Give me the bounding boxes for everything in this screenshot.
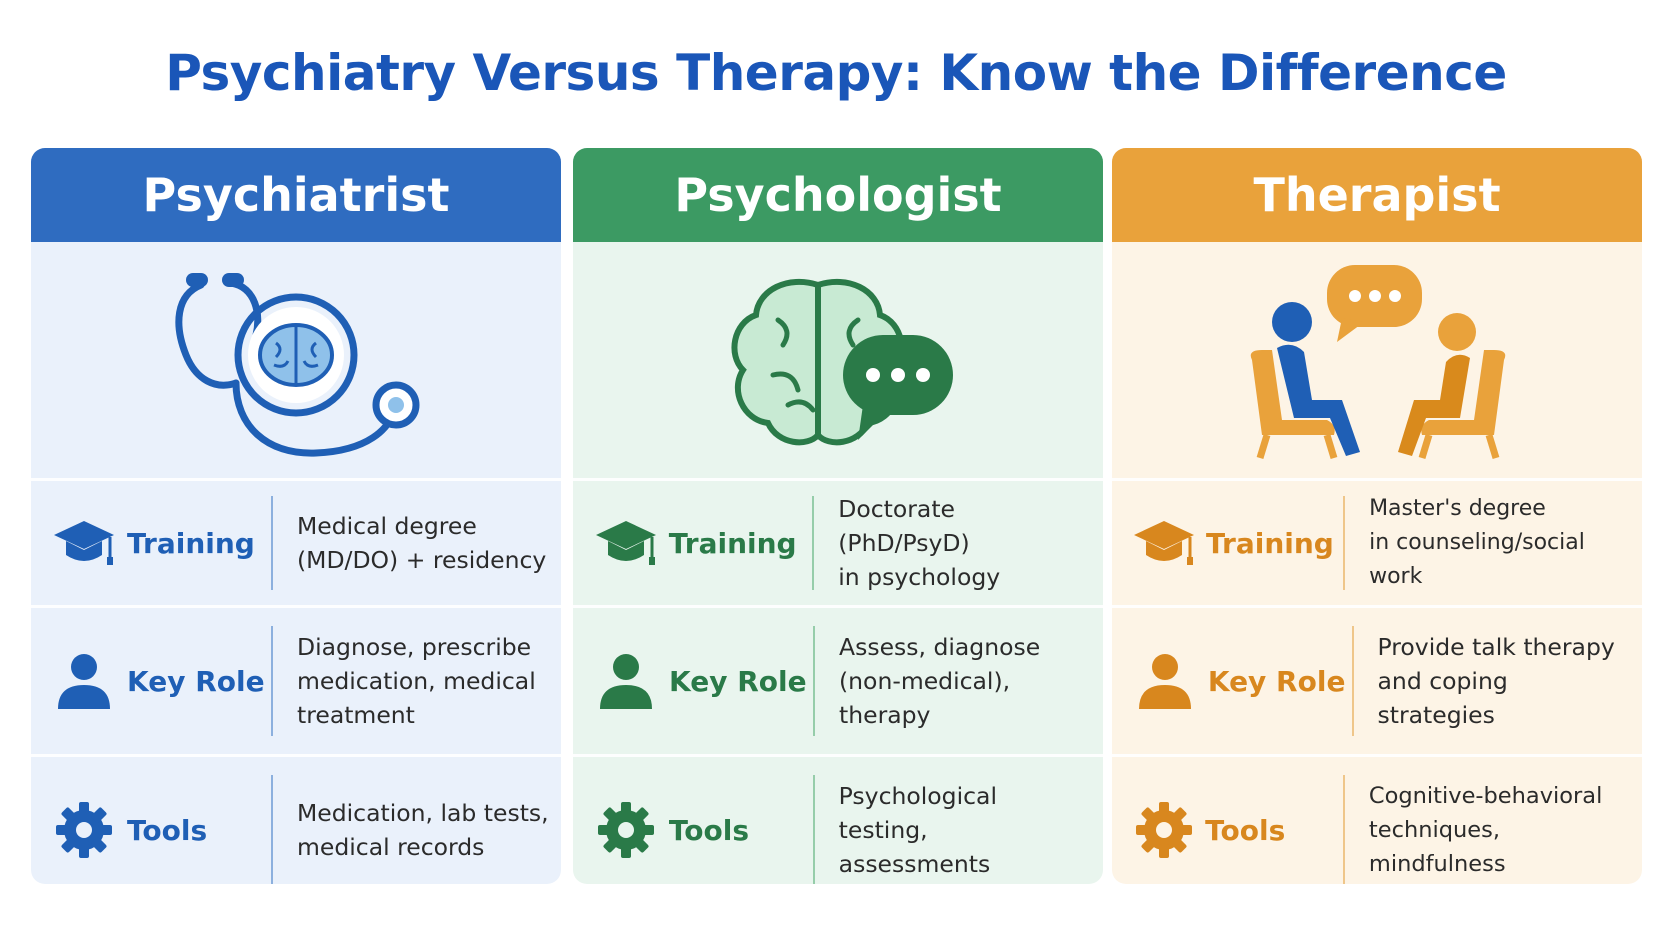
stethoscope-brain-icon — [31, 242, 561, 478]
divider — [1343, 495, 1346, 591]
row-label: Training — [127, 526, 255, 560]
divider — [271, 774, 273, 884]
row-text: Provide talk therapy and coping strategi… — [1377, 633, 1615, 729]
column-psychiatrist: Psychiatrist Training Medical degree (MD… — [31, 148, 561, 884]
column-header: Therapist — [1112, 148, 1642, 242]
graduation-cap-icon — [1132, 517, 1196, 569]
divider — [1342, 774, 1345, 884]
row-text: Medication, lab tests, medical records — [297, 799, 549, 861]
row-label: Key Role — [1207, 664, 1346, 698]
row-text: Cognitive-behavioral techniques, mindful… — [1368, 783, 1603, 877]
divider — [271, 625, 273, 737]
divider — [812, 495, 815, 591]
graduation-cap-icon — [51, 517, 117, 569]
row-tools: Tools Medication, lab tests, medical rec… — [31, 754, 561, 884]
row-text: Psychological testing, assessments — [838, 782, 997, 878]
divider — [271, 495, 273, 591]
divider — [1351, 625, 1354, 737]
row-label: Key Role — [669, 664, 807, 698]
row-label: Key Role — [127, 664, 265, 698]
person-icon — [1132, 651, 1198, 711]
divider — [813, 625, 815, 737]
column-therapist: Therapist Training Master's degree in co… — [1112, 148, 1642, 884]
gear-icon — [593, 800, 659, 860]
row-label: Training — [1206, 526, 1334, 560]
gear-icon — [1132, 800, 1195, 860]
row-label: Tools — [1205, 813, 1286, 847]
graduation-cap-icon — [593, 517, 659, 569]
two-people-chairs-icon — [1112, 242, 1642, 478]
row-key-role: Key Role Diagnose, prescribe medication,… — [31, 605, 561, 754]
row-tools: Tools Psychological testing, assessments — [573, 754, 1103, 884]
page-title: Psychiatry Versus Therapy: Know the Diff… — [165, 44, 1507, 102]
row-label: Tools — [668, 813, 750, 847]
column-psychologist: Psychologist Training Doctorate (PhD/Psy… — [573, 148, 1103, 884]
row-training: Training Doctorate (PhD/PsyD) in psychol… — [573, 478, 1103, 605]
row-tools: Tools Cognitive-behavioral techniques, m… — [1112, 754, 1642, 884]
row-text: Diagnose, prescribe medication, medical … — [297, 633, 536, 729]
person-icon — [51, 651, 117, 711]
row-text: Medical degree (MD/DO) + residency — [297, 512, 547, 574]
person-icon — [593, 651, 659, 711]
row-training: Training Medical degree (MD/DO) + reside… — [31, 478, 561, 605]
row-text: Master's degree in counseling/social wor… — [1369, 496, 1585, 589]
row-training: Training Master's degree in counseling/s… — [1112, 478, 1642, 605]
row-label: Training — [668, 526, 797, 560]
row-text: Doctorate (PhD/PsyD) in psychology — [838, 495, 1001, 591]
gear-icon — [51, 800, 117, 860]
column-header: Psychiatrist — [31, 148, 561, 242]
row-key-role: Key Role Assess, diagnose (non-medical),… — [573, 605, 1103, 754]
divider — [812, 774, 815, 884]
row-label: Tools — [127, 813, 208, 847]
row-key-role: Key Role Provide talk therapy and coping… — [1112, 605, 1642, 754]
row-text: Assess, diagnose (non-medical), therapy — [839, 633, 1041, 729]
brain-speech-bubble-icon — [573, 242, 1103, 478]
column-header: Psychologist — [573, 148, 1103, 242]
